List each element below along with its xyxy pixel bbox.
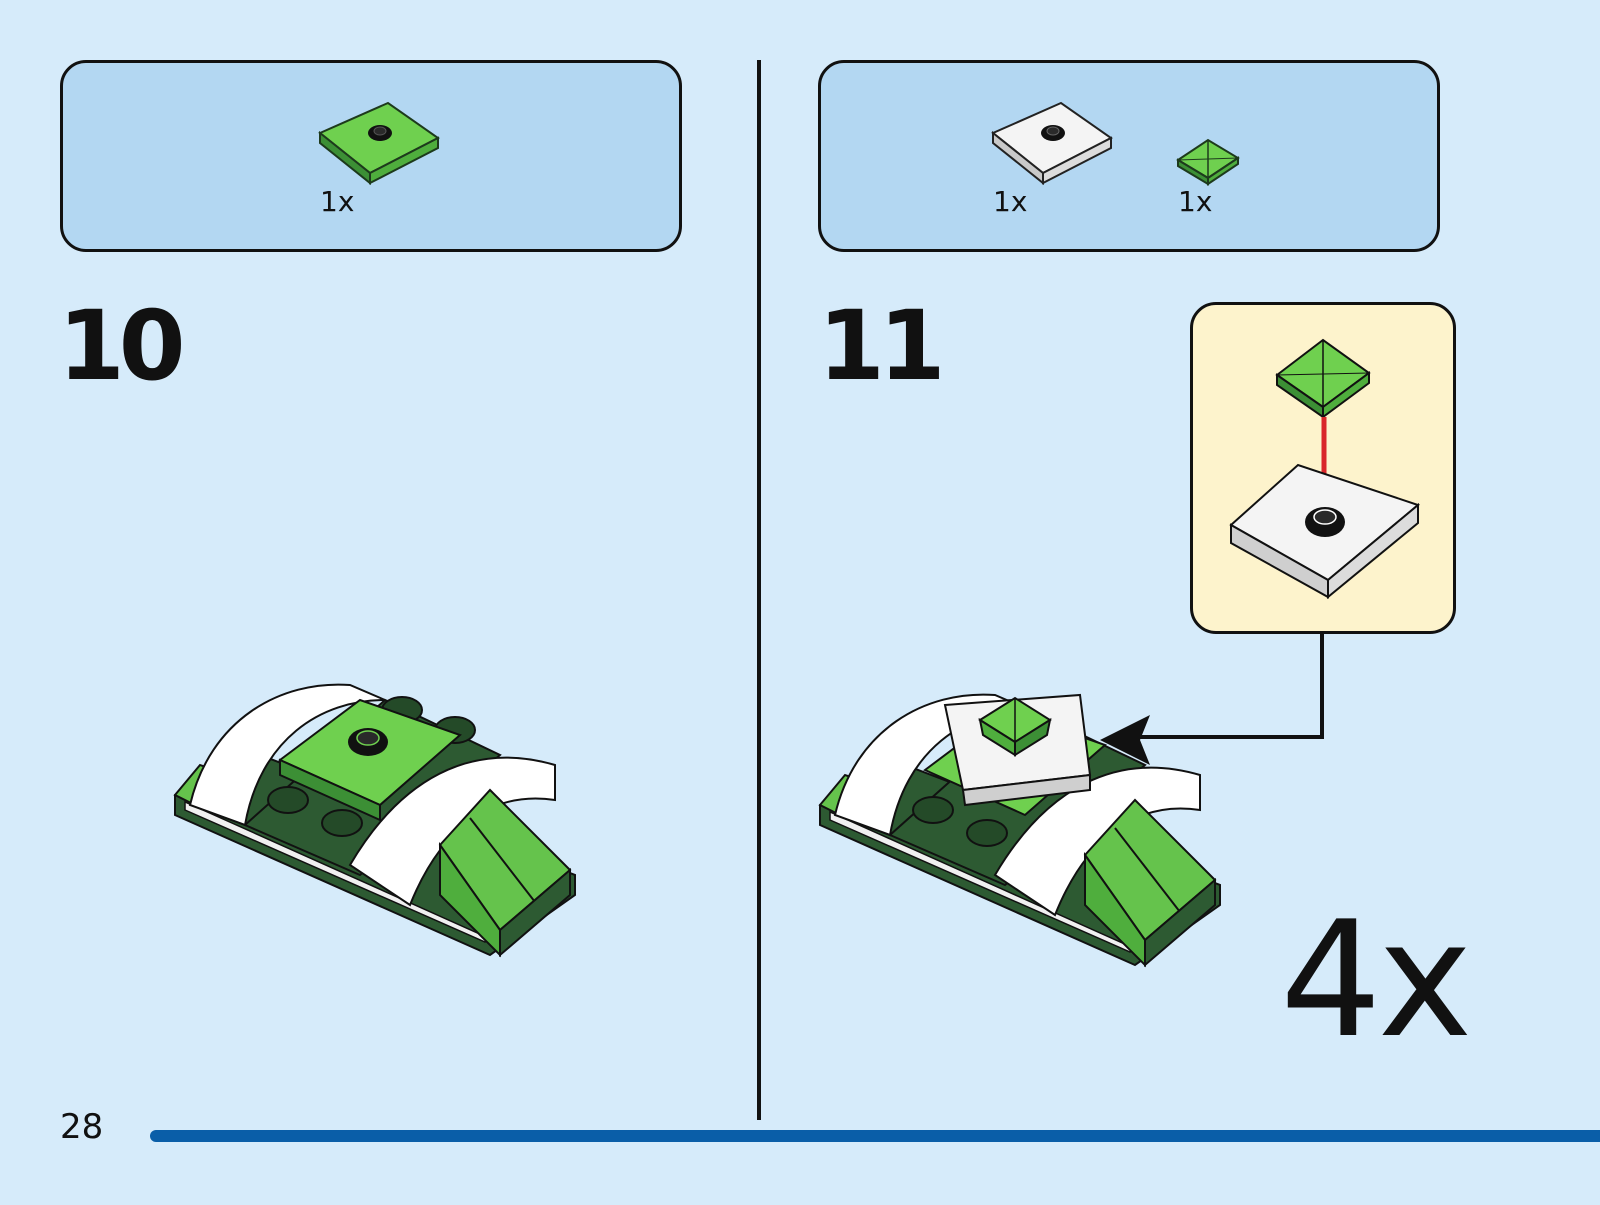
connector-arrowhead [1100, 715, 1150, 765]
lime-pyramid-slope-icon [1176, 138, 1240, 186]
step-11-parts-box: 1x 1x [818, 60, 1440, 252]
step-11-part-2-qty: 1x [1178, 185, 1213, 218]
step-11-assembly-illustration [818, 693, 1221, 968]
step-10-number: 10 [58, 290, 186, 402]
step-10-parts-box: 1x [60, 60, 682, 252]
step-11-part-1-qty: 1x [993, 185, 1028, 218]
step-10-assembly-illustration [173, 683, 576, 958]
step-11-number: 11 [818, 290, 946, 402]
step-10-part-1-qty: 1x [320, 185, 355, 218]
step-11-multiplier: 4x [1280, 886, 1472, 1073]
step-divider [757, 60, 761, 1120]
page-number: 28 [60, 1107, 104, 1147]
callout-illustration [1229, 338, 1421, 600]
footer-rule [150, 1130, 1600, 1142]
lime-jumper-plate-icon [318, 101, 440, 186]
sub-assembly-callout [1190, 302, 1456, 634]
white-jumper-plate-icon [991, 101, 1113, 186]
